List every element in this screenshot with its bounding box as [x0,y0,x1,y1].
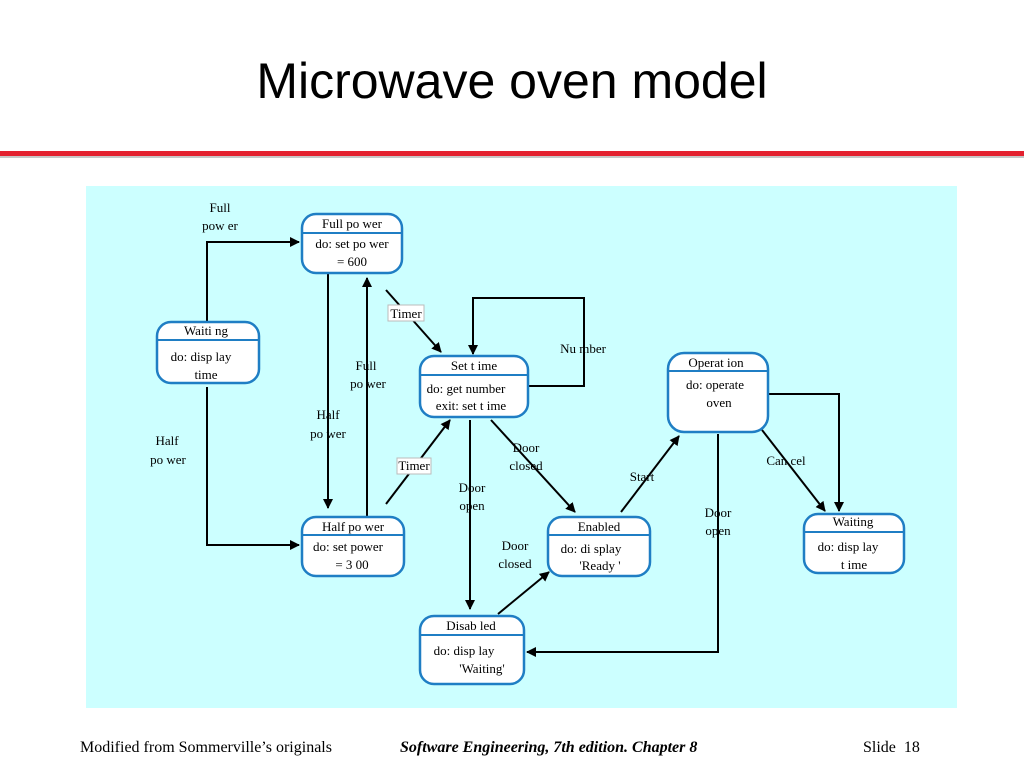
label-full-power-top: pow er [202,218,238,233]
arrow-waiting-to-full-power [206,237,300,327]
state-action: do: di splay [561,541,622,556]
state-action: time [194,367,217,382]
timer-label-box [387,304,425,322]
arrow-operation-to-waiting-right [762,393,844,512]
footer-attribution: Modified from Sommerville’s originals [80,739,332,756]
footer-slide-label: Slide [863,739,896,756]
state-name: Waiting [833,514,874,529]
state-action: = 600 [337,254,367,269]
arrow-operation-to-disabled [526,434,719,657]
label-door-open: open [705,523,731,538]
title-divider [0,151,1024,156]
label-cancel: Can cel [766,453,806,468]
arrow-set-time-self-loop [468,297,585,387]
label-door-closed: closed [509,458,543,473]
state-action: exit: set t ime [436,398,507,413]
state-name: Operat ion [688,355,744,370]
label-full-power-mid: po wer [350,376,386,391]
footer-slide-number: Slide 18 [863,739,920,757]
arrow-enabled-to-operation [620,435,680,513]
label-number: Nu mber [560,341,607,356]
state-action: do: disp lay [171,349,232,364]
state-action: 'Waiting' [459,661,505,676]
state-waiting-left: Waiti ng do: disp lay time [155,320,261,385]
arrow-waiting-to-half-power [206,387,300,550]
label-half-power-mid: Half [316,407,340,422]
state-action: = 3 00 [335,557,368,572]
state-name: Enabled [578,519,621,534]
state-diagram: Full po wer do: set po wer = 600 Waiti n… [86,186,957,708]
label-timer: Timer [390,306,422,321]
state-name: Disab led [446,618,496,633]
footer-book-title: Software Engineering, 7th edition. Chapt… [400,739,698,756]
label-full-power-mid: Full [356,358,377,373]
state-action: do: disp lay [818,539,879,554]
state-enabled: Enabled do: di splay 'Ready ' [546,515,652,578]
label-door-closed: Door [502,538,529,553]
state-name: Set t ime [451,358,497,373]
state-action: t ime [841,557,868,572]
state-action: do: set po wer [315,236,389,251]
state-waiting-right: Waiting do: disp lay t ime [802,512,906,575]
label-half-power-left: po wer [150,452,186,467]
state-diagram-canvas: Full po wer do: set po wer = 600 Waiti n… [150,200,906,686]
arrow-disabled-to-enabled [497,571,550,615]
state-action: do: disp lay [434,643,495,658]
timer-label-box [396,457,432,475]
state-action: oven [706,395,732,410]
state-set-time: Set t ime do: get number exit: set t ime [418,354,530,419]
state-action: do: set power [313,539,384,554]
slide-title: Microwave oven model [256,53,768,109]
state-disabled: Disab led do: disp lay 'Waiting' [418,614,526,686]
transition-labels: Full pow er Timer Nu mber Full po wer Ha… [150,200,806,571]
transitions [206,237,844,657]
label-half-power-left: Half [155,433,179,448]
arrow-set-time-to-enabled [490,419,576,513]
label-door-open: open [459,498,485,513]
state-half-power: Half po wer do: set power = 3 00 [300,515,406,578]
label-door-closed: closed [498,556,532,571]
label-door-open: Door [459,480,486,495]
label-half-power-mid: po wer [310,426,346,441]
state-name: Full po wer [322,216,383,231]
state-action: 'Ready ' [579,558,620,573]
footer-slide-value: 18 [903,739,920,756]
label-timer: Timer [398,458,430,473]
state-action: do: get number [427,381,506,396]
label-door-closed: Door [513,440,540,455]
state-action: do: operate [686,377,744,392]
state-operation: Operat ion do: operate oven [666,351,770,434]
arrow-operation-to-waiting-right-cancel [761,429,826,512]
state-full-power: Full po wer do: set po wer = 600 [300,212,404,275]
label-door-open: Door [705,505,732,520]
title-divider-shadow [0,156,1024,158]
state-name: Half po wer [322,519,385,534]
label-start: Start [630,469,655,484]
label-full-power-top: Full [210,200,231,215]
state-name: Waiti ng [184,323,229,338]
